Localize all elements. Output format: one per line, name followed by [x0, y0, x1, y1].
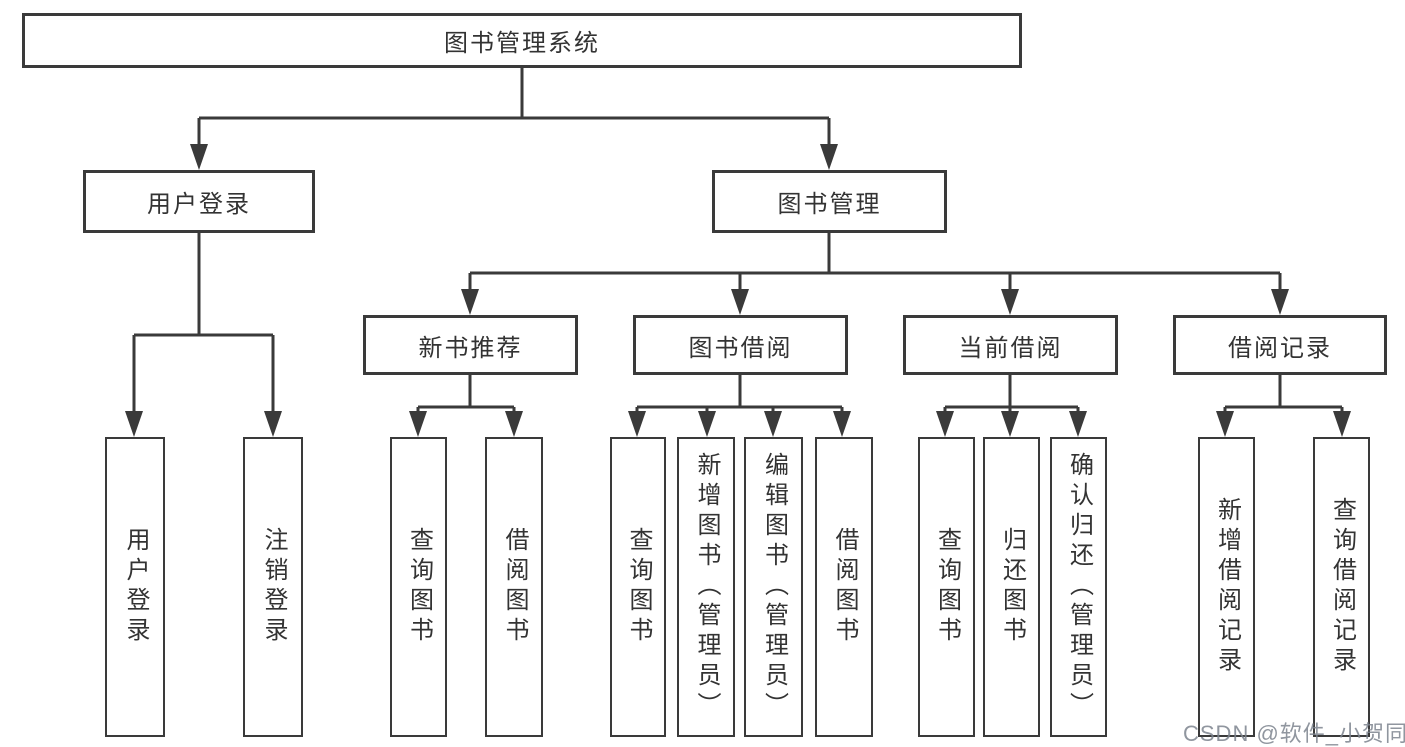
leaf-add-borrow-record: 新增借阅记录	[1198, 437, 1255, 737]
connector-login-children	[125, 233, 282, 437]
node-root: 图书管理系统	[22, 13, 1022, 68]
leaf-query-book-borrow: 查询图书	[610, 437, 666, 737]
leaf-borrow-book-recommend: 借阅图书	[485, 437, 543, 737]
leaf-user-login: 用户登录	[105, 437, 165, 737]
leaf-add-book-admin: 新增图书（管理员）	[677, 437, 735, 737]
node-book-management: 图书管理	[712, 170, 947, 233]
leaf-query-borrow-record: 查询借阅记录	[1313, 437, 1370, 737]
node-user-login: 用户登录	[83, 170, 315, 233]
connector-records-children	[1216, 375, 1351, 437]
leaf-edit-book-admin: 编辑图书（管理员）	[744, 437, 803, 737]
connector-recommend-children	[409, 375, 523, 437]
connector-current-children	[936, 375, 1087, 437]
leaf-query-book-current: 查询图书	[918, 437, 975, 737]
node-book-borrow: 图书借阅	[633, 315, 848, 375]
connector-bookmgmt-to-level3	[461, 233, 1289, 315]
leaf-borrow-book: 借阅图书	[815, 437, 873, 737]
node-current-borrow: 当前借阅	[903, 315, 1118, 375]
connector-root-to-level2	[190, 68, 838, 170]
leaf-confirm-return-admin: 确认归还（管理员）	[1050, 437, 1107, 737]
node-new-book-recommend: 新书推荐	[363, 315, 578, 375]
connector-borrow-children	[628, 375, 851, 437]
csdn-watermark: CSDN @软件_小贺同学	[1183, 721, 1405, 746]
leaf-return-book: 归还图书	[983, 437, 1040, 737]
leaf-logout: 注销登录	[243, 437, 303, 737]
node-borrow-records: 借阅记录	[1173, 315, 1387, 375]
leaf-query-book-recommend: 查询图书	[390, 437, 447, 737]
